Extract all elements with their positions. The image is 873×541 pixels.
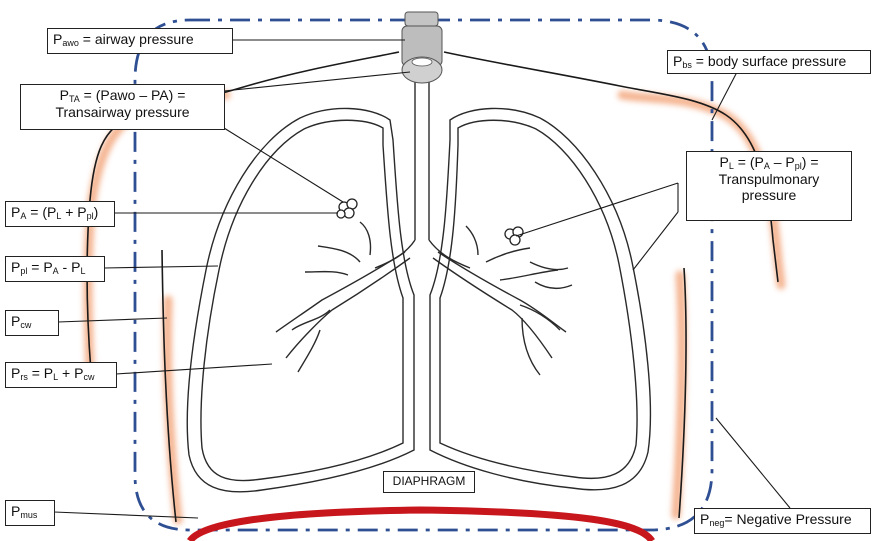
pa-symbol: P [11,204,20,220]
pl-line2: Transpulmonary [692,171,846,187]
lungs [187,55,650,492]
pa-eq: = (P [26,204,56,220]
ppl-mid: - P [59,259,81,275]
right-lung-outer [430,108,650,489]
pl-end: ) = [802,154,819,170]
prs-sub2: cw [83,372,94,382]
pmus-symbol: P [11,503,20,519]
alveolar-pressure-label: PA = (PL + Ppl) [5,201,115,227]
pa-mid: + P [61,204,86,220]
body-surface-pressure-label: Pbs = body surface pressure [667,50,871,74]
pl-line1: PL = (PA – Ppl) = [692,154,846,171]
left-lung-inner [201,120,403,480]
chest-wall-pressure-label: Pcw [5,310,59,336]
pta-line1: PTA = (Pawo – PA) = [26,87,219,104]
pl-line3: pressure [692,187,846,203]
prs-mid: + P [58,365,83,381]
pcw-subscript: cw [20,320,31,330]
pl-symbol: P [720,154,729,170]
pmus-subscript: mus [20,510,37,520]
pawo-text: = airway pressure [79,31,194,47]
pneg-subscript: neg [709,518,724,528]
body-skin-shading [88,95,781,520]
pa-end: ) [94,204,99,220]
muscle-pressure-label: Pmus [5,500,55,526]
respiratory-system-pressure-label: Prs = PL + Pcw [5,362,117,388]
pta-subscript: TA [69,94,80,104]
pneg-symbol: P [700,511,709,527]
ppl-sub2: L [80,266,85,276]
pta-equation: = (Pawo – PA) = [80,87,186,103]
prs-eq: = P [28,365,53,381]
pta-line2: Transairway pressure [26,104,219,120]
airway-pressure-label: Pawo = airway pressure [47,28,233,54]
transairway-pressure-label: PTA = (Pawo – PA) = Transairway pressure [20,84,225,130]
diaphragm-label: DIAPHRAGM [383,471,475,493]
prs-symbol: P [11,365,20,381]
pbs-text: = body surface pressure [692,53,846,69]
pa-sub2: pl [87,211,94,221]
left-lung-outer [187,108,414,491]
pl-mid: – P [770,154,795,170]
pawo-symbol: P [53,31,62,47]
alveoli-left-icon [337,199,357,218]
pl-eq: = (P [734,154,764,170]
diaphragm [190,510,652,541]
pta-symbol: P [60,87,69,103]
ppl-eq: = P [27,259,52,275]
negative-pressure-label: Pneg= Negative Pressure [694,508,871,534]
pawo-subscript: awo [62,38,79,48]
transpulmonary-pressure-label: PL = (PA – Ppl) = Transpulmonary pressur… [686,151,852,221]
right-lung-inner [440,120,637,478]
pleural-pressure-label: Ppl = PA - PL [5,256,105,282]
pneg-text: = Negative Pressure [724,511,851,527]
trachea [375,55,470,268]
pbs-subscript: bs [682,60,692,70]
ppl-symbol: P [11,259,20,275]
pl-sub2: pl [795,161,802,171]
pcw-symbol: P [11,313,20,329]
alveoli-right-icon [505,227,523,245]
pbs-symbol: P [673,53,682,69]
prs-subscript: rs [20,372,28,382]
